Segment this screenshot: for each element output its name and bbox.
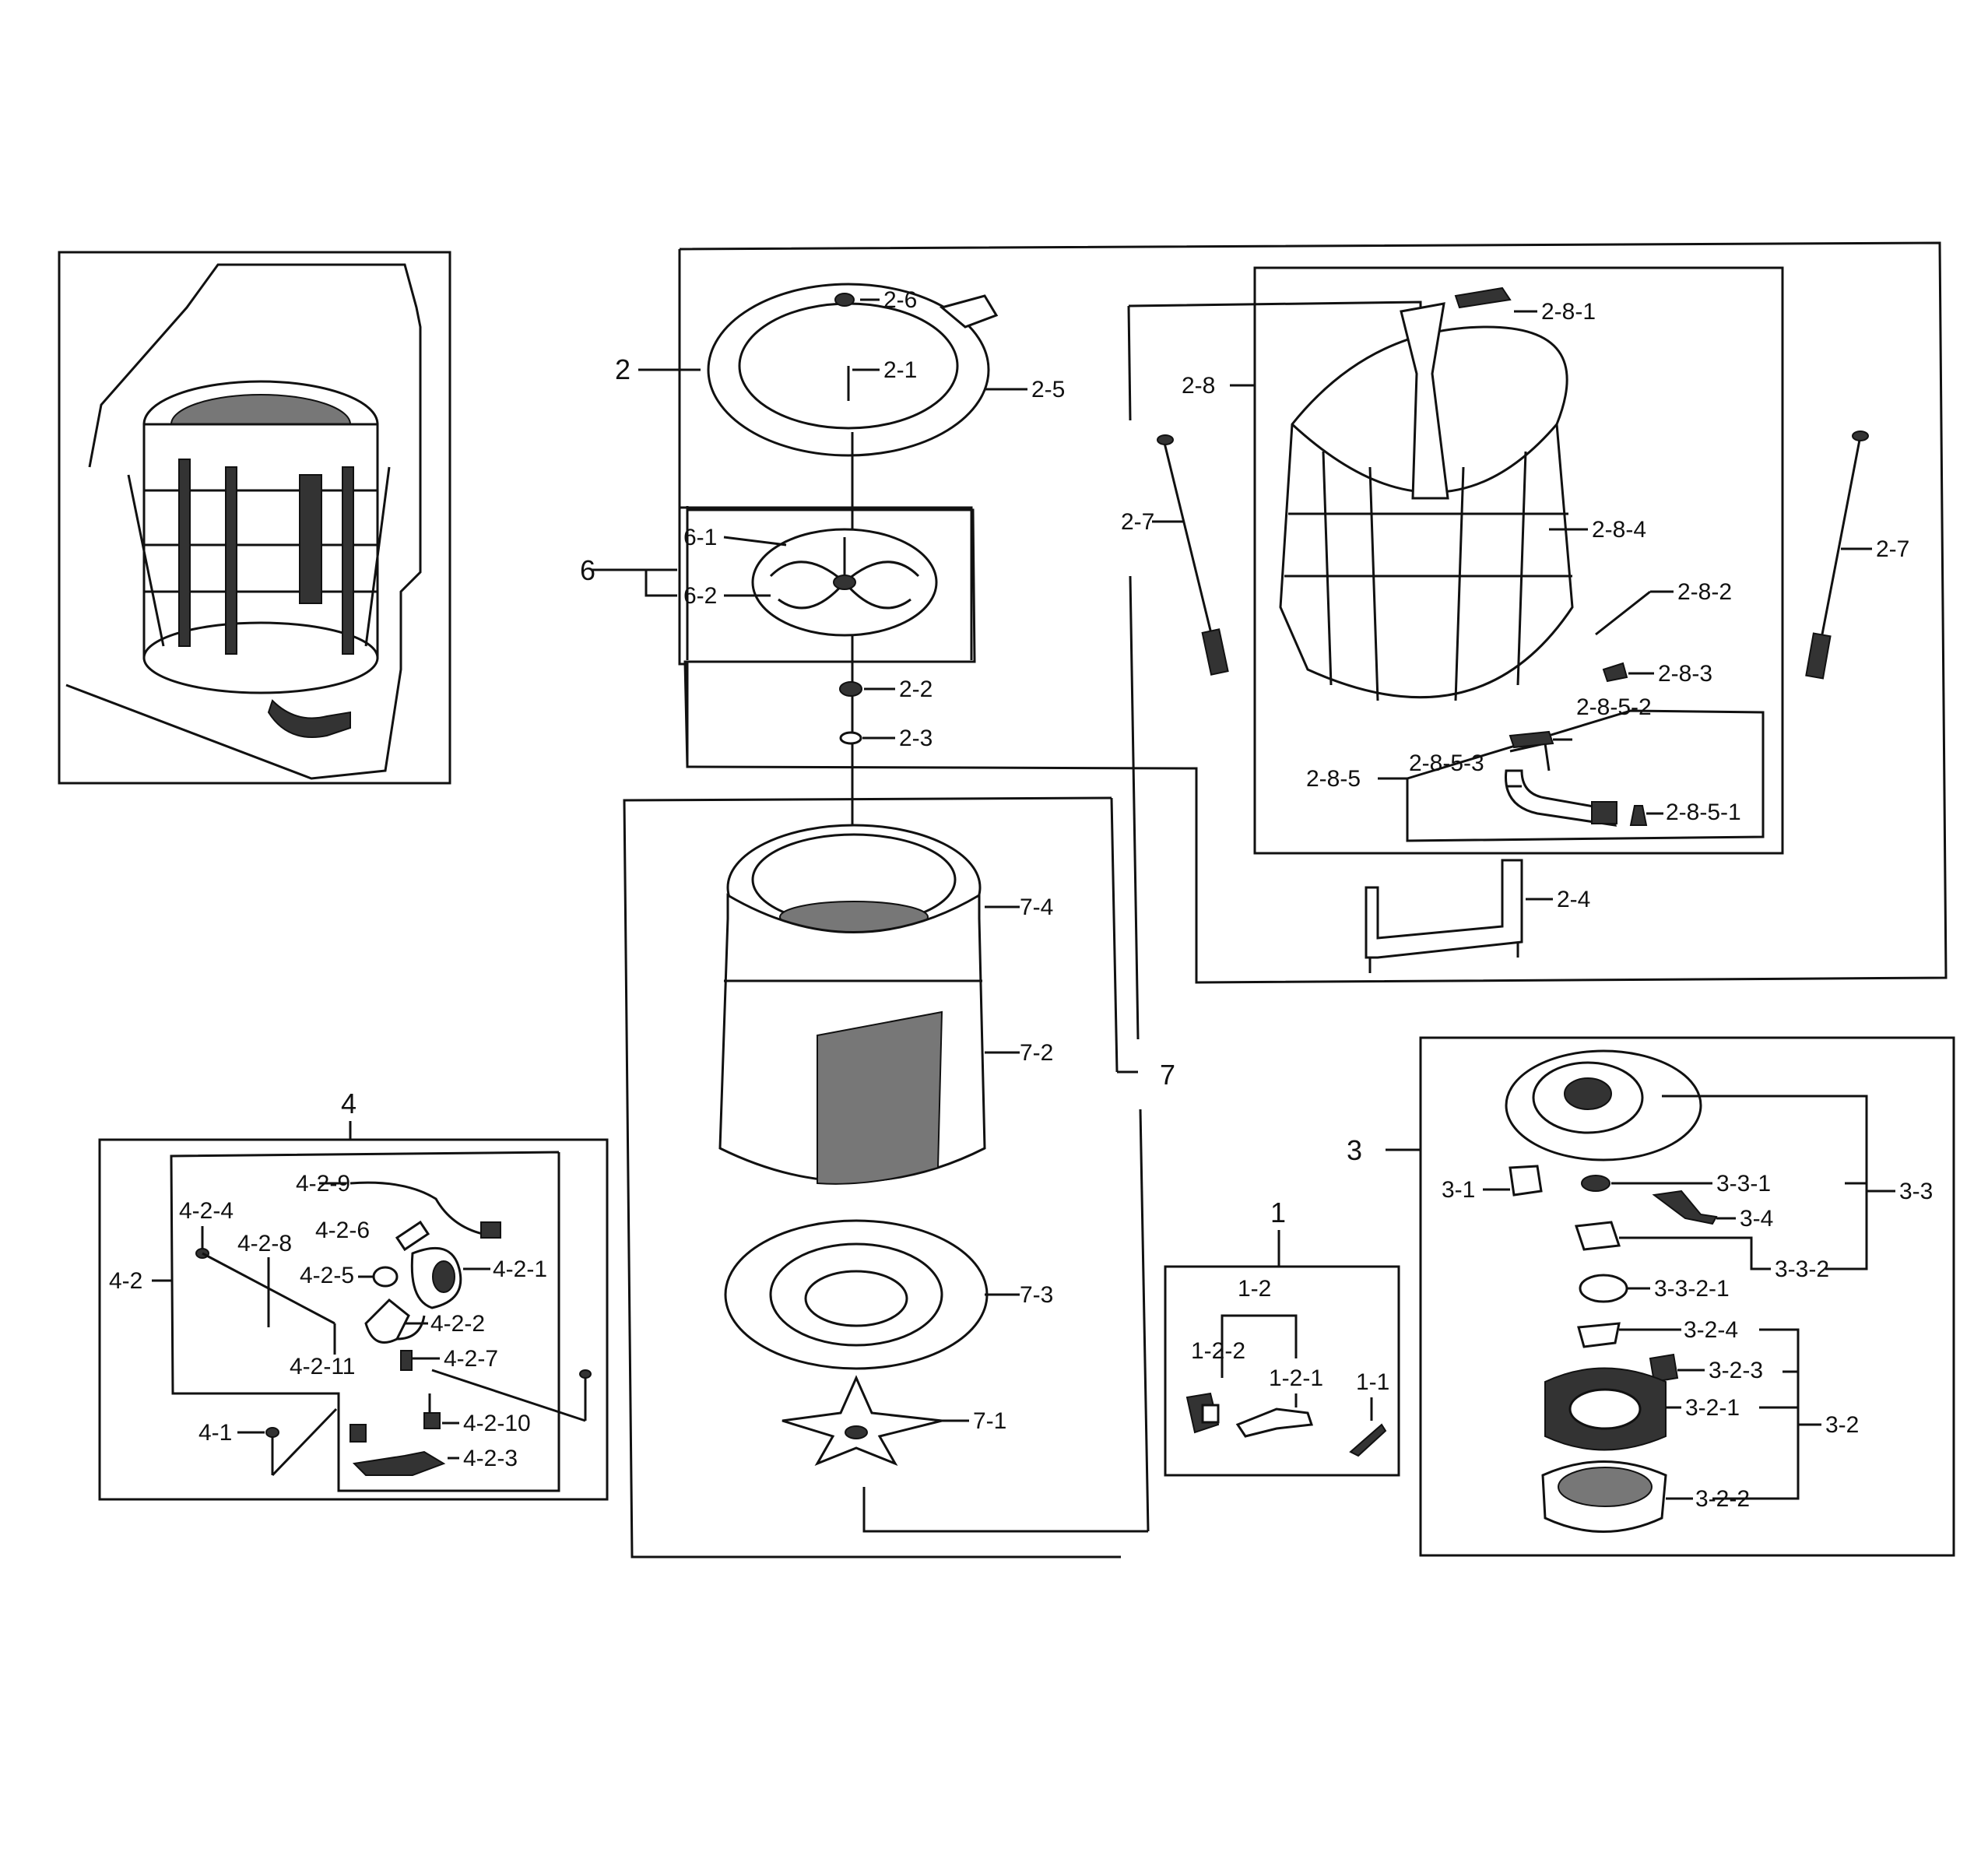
label-2-4: 2-4 [1557,887,1590,912]
label-7-4: 7-4 [1020,894,1053,920]
label-3-1: 3-1 [1442,1177,1475,1203]
label-2-7-right: 2-7 [1876,536,1909,562]
hall-sensor [1509,1165,1543,1197]
label-3-3-2: 3-3-2 [1775,1256,1829,1282]
label-6-1: 6-1 [683,525,717,550]
mounting-bracket [1365,859,1523,959]
label-2-5: 2-5 [1031,377,1065,402]
label-4-2: 4-2 [109,1268,142,1294]
label-4-2-2: 4-2-2 [430,1311,485,1337]
label-6: 6 [580,554,595,586]
label-3-3-2-1: 3-3-2-1 [1654,1276,1730,1302]
label-4-2-6: 4-2-6 [315,1218,370,1243]
label-4-2-5: 4-2-5 [300,1263,354,1288]
label-6-2: 6-2 [683,583,717,609]
valve-group: 1 1-2 1-2-2 1-2-1 1-1 [1164,1197,1400,1477]
hose-clamp [1509,730,1554,749]
label-3-2-4: 3-2-4 [1684,1317,1738,1343]
outer-tub [1279,325,1574,699]
label-2-7-left: 2-7 [1121,509,1154,535]
label-3: 3 [1347,1134,1362,1166]
label-7: 7 [1160,1059,1175,1091]
label-1-2: 1-2 [1238,1276,1271,1302]
label-2-8-5-3: 2-8-5-3 [1409,750,1484,776]
hose-spring [1349,1423,1387,1457]
label-3-2: 3-2 [1825,1412,1859,1438]
pump-motor [364,1298,410,1344]
label-4-2-10: 4-2-10 [463,1411,531,1436]
label-3-2-2: 3-2-2 [1695,1486,1750,1512]
label-4-2-7: 4-2-7 [444,1346,498,1372]
nut-parts: 2-2 2-3 [839,676,933,751]
label-4-1: 4-1 [198,1420,232,1446]
label-2-8-4: 2-8-4 [1592,517,1646,543]
label-2-6: 2-6 [883,287,917,313]
coupling-ring [1579,1274,1628,1303]
label-2: 2 [615,353,630,385]
label-3-2-3: 3-2-3 [1709,1358,1763,1383]
label-2-1: 2-1 [883,357,917,383]
overview-panel [58,251,451,785]
pulsator-group: 6 6-1 6-2 [580,508,976,768]
label-7-3: 7-3 [1020,1282,1053,1308]
label-2-8-5: 2-8-5 [1306,766,1361,792]
label-1: 1 [1270,1197,1286,1228]
rotor-nut [1577,1322,1621,1348]
label-1-1: 1-1 [1356,1369,1389,1395]
label-4-2-11: 4-2-11 [290,1354,356,1379]
pump-bracket [352,1450,446,1476]
label-3-4: 3-4 [1740,1206,1773,1232]
label-4-2-3: 4-2-3 [463,1446,518,1471]
motor-group: 3 3-3-1 3-3 3-1 3-4 3-3-2 3-3-2-1 3-2-4 … [1347,1036,1955,1557]
overview-washer-tub-illustration [127,380,391,738]
label-3-2-1: 3-2-1 [1685,1395,1740,1421]
label-1-2-1: 1-2-1 [1269,1365,1323,1391]
flange-shaft [782,1375,943,1466]
bracket-group: 2-4 [1365,859,1590,973]
label-2-8: 2-8 [1182,373,1215,399]
label-2-2: 2-2 [899,676,933,702]
label-4-2-1: 4-2-1 [493,1256,547,1282]
clutch-lever [1652,1190,1718,1225]
drain-hose-group: 2-8-5 2-8-5-3 2-8-5-2 2-8-5-1 [1306,694,1765,842]
label-7-2: 7-2 [1020,1040,1053,1066]
label-2-8-1: 2-8-1 [1541,299,1596,325]
label-4-2-9: 4-2-9 [296,1171,350,1197]
pump-wire [202,1252,335,1325]
label-2-3: 2-3 [899,726,933,751]
tub-hook [1454,286,1512,309]
tub-cover-group: 2 2-6 2-1 2-5 [615,283,1065,1176]
label-4-2-8: 4-2-8 [237,1231,292,1256]
label-1-2-2: 1-2-2 [1191,1338,1245,1364]
stator-connector [1649,1353,1679,1383]
label-2-8-3: 2-8-3 [1658,661,1712,687]
label-2-8-5-2: 2-8-5-2 [1576,694,1652,720]
label-2-8-2: 2-8-2 [1677,579,1732,605]
label-3-3-1: 3-3-1 [1716,1171,1771,1197]
suspension-rod-left [1162,439,1216,647]
coupling [1574,1221,1621,1251]
suspension-rod-right [1820,435,1862,639]
label-4: 4 [341,1088,357,1119]
label-3-3: 3-3 [1899,1179,1933,1204]
assembly-2-boundary [678,241,1948,984]
valve-inlet [1235,1407,1314,1438]
label-7-1: 7-1 [973,1408,1006,1434]
label-2-8-5-1: 2-8-5-1 [1666,799,1741,825]
outer-tub-group: 2-8 2-7 2-8-1 2-8-4 2-8-2 2-8-3 2-7 [1121,266,1909,1040]
drain-pump-group: 4 4-2 4-2-9 4-2-4 4-2-6 4-2-8 4-2-5 4-2-… [98,1088,609,1501]
drum-group: 7-4 7-2 7 7-3 7-1 [623,796,1175,1559]
label-4-2-4: 4-2-4 [179,1198,234,1224]
